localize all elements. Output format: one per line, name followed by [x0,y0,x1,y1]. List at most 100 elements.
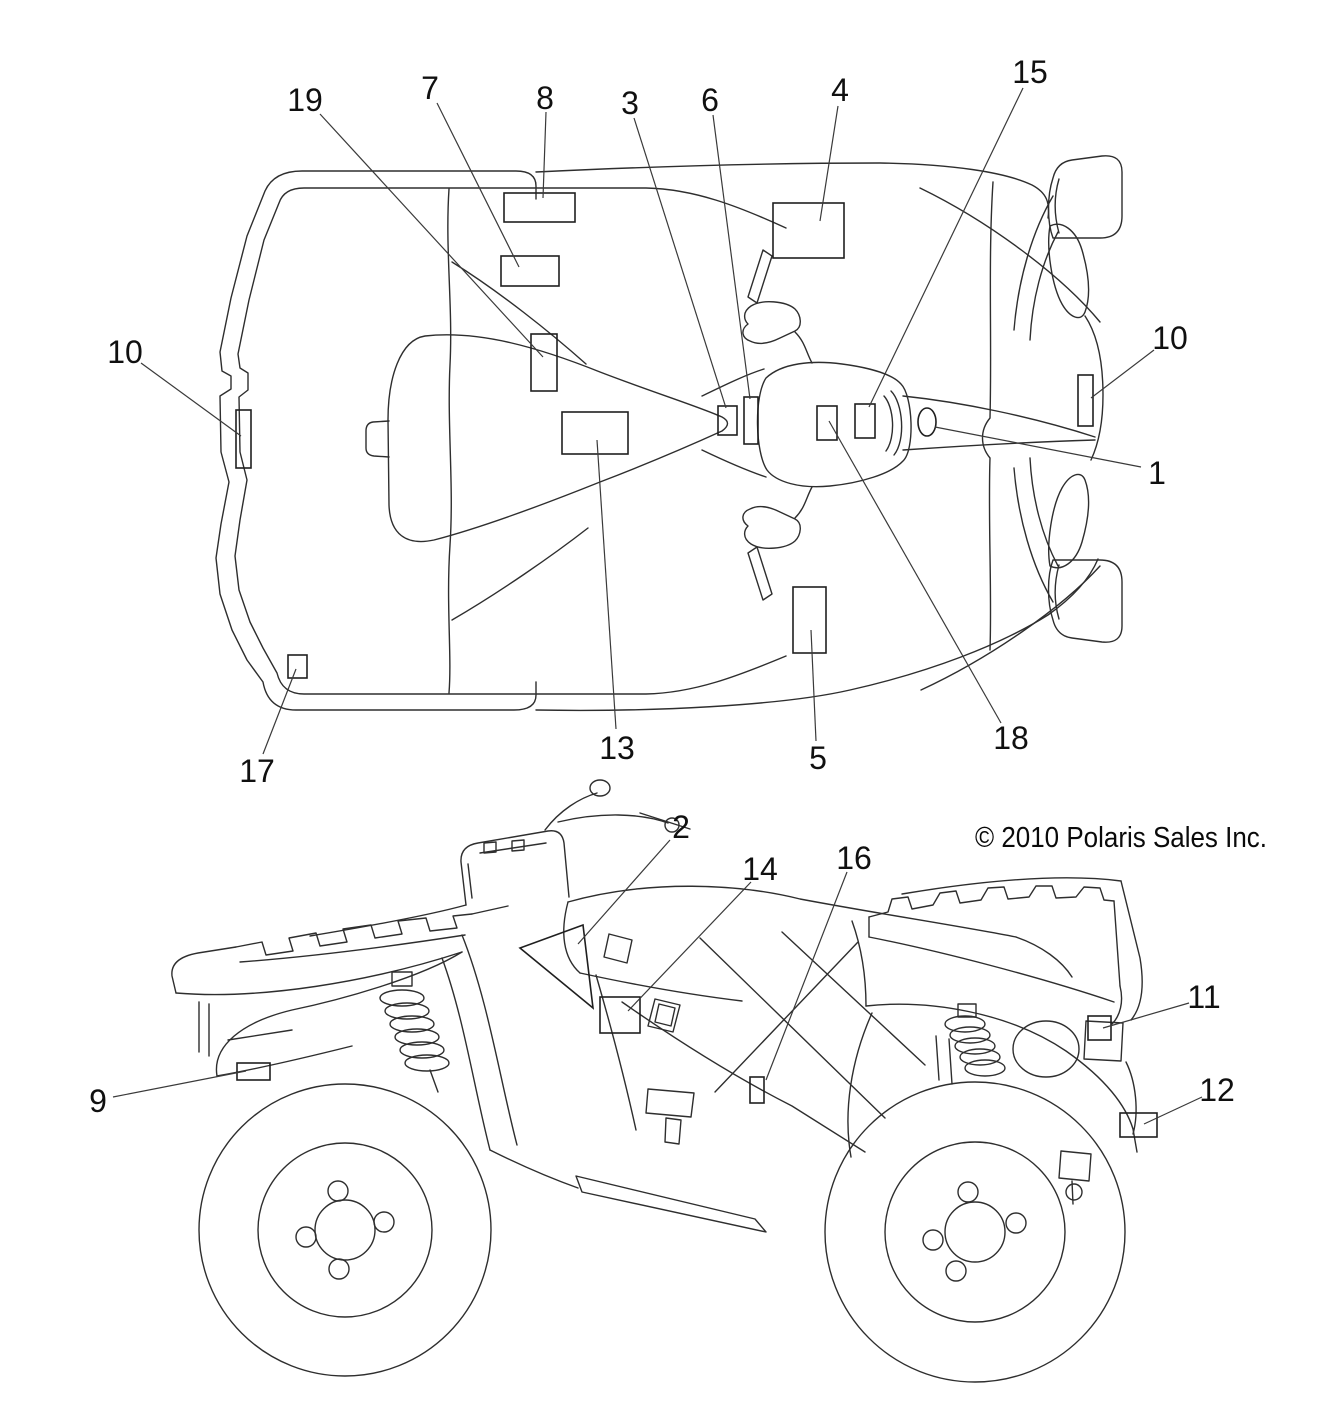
rear-rack-tip [1111,985,1123,1025]
front-coil-2 [384,1002,430,1020]
hitch-bracket [1058,1150,1092,1182]
top-decal-18 [816,405,838,441]
neck-line-upper [701,368,765,397]
front-lug-1 [327,1180,349,1202]
fender-hatch-2 [948,1038,953,1085]
rear-rack-rear-rail [901,877,1122,895]
bumper-tube-3 [1013,467,1054,603]
handlebar-lower-neck [794,486,813,519]
top-decal-10-left [235,409,252,469]
hood-v-lower [902,439,1096,451]
side-leader-14 [627,881,752,1012]
front-panel-edge-1 [461,934,518,1146]
top-view-decals [235,192,1094,679]
rear-lug-4 [945,1260,967,1282]
front-rack-mid-bar [239,934,466,963]
hood-v-upper [902,395,1096,438]
front-shock-mount [391,971,413,987]
tank-down-tube [595,974,637,1131]
front-rack-teeth [235,913,473,956]
top-decal-19 [530,333,558,392]
battery-box [645,1088,695,1118]
handlebar-tube [557,814,669,824]
front-rack-lower-bar [175,951,463,996]
top-callout-10: 10 [1152,320,1188,356]
side-leader-16 [765,871,848,1081]
seat-top-line [567,885,1017,938]
top-leader-10 [1090,349,1155,399]
rear-rack-teeth [868,885,1115,918]
top-callout-13: 13 [599,730,635,766]
rear-rack-outer-rail [215,170,537,711]
rear-lug-3 [1005,1212,1027,1234]
dash-arc-outer [890,390,903,456]
front-bumper-top-inner [1054,178,1060,234]
top-decal-8 [503,192,576,223]
rear-bumper [1125,1061,1137,1135]
headlight-pod-inner-2 [479,842,547,854]
top-decal-7 [500,255,560,287]
handlebar-lower-lever [747,546,773,601]
front-lug-3 [373,1211,395,1233]
headlight-pod-inner-1 [467,863,473,899]
top-callout-7: 7 [421,70,439,106]
top-decal-10-right [1077,374,1094,427]
top-view-drawing [215,155,1123,712]
top-decal-3 [717,405,738,436]
rack-body-divider [447,188,452,694]
top-leader-13 [596,439,617,730]
front-coil-1 [379,989,425,1007]
side-leader-12 [1143,1096,1203,1125]
front-coil-5 [399,1041,445,1059]
handlebar-lower-grip [742,505,801,549]
front-coil-6 [404,1054,450,1072]
front-rack-attach [471,905,509,915]
front-bumper-bottom-inner [1054,564,1060,620]
side-decal-9 [236,1062,271,1081]
side-leader-11 [1102,1002,1190,1029]
body-top-edge [535,162,1050,219]
rear-rim [884,1141,1066,1323]
front-panel-edge-2 [441,957,491,1151]
rear-fender-inner [847,1012,873,1158]
top-callout-5: 5 [809,740,827,776]
front-rack-sweep-lower [920,565,1101,691]
top-callout-15: 15 [1012,54,1048,90]
top-leader-4 [819,105,839,222]
pod-body-join [309,904,467,937]
side-view-drawing [171,779,1143,1383]
frame-brace-3 [781,931,926,1066]
top-leader-8 [542,111,547,199]
side-callout-14: 14 [742,851,778,887]
top-leader-7 [436,102,520,268]
brake-lever [639,812,691,830]
front-coil-4 [394,1028,440,1046]
handlebar-upper-grip [742,301,801,345]
seat-left-tab [365,420,390,458]
frame-brace-1 [699,937,886,1119]
headlight-pod [460,830,570,906]
rear-fender-outer [865,1003,1138,1153]
top-callout-6: 6 [701,82,719,118]
front-bumper-top [1047,155,1123,239]
console-pod [756,361,912,488]
top-decal-5 [792,586,827,654]
pod-notch-2 [511,839,525,852]
top-decal-4 [772,202,845,259]
side-callout-16: 16 [836,840,872,876]
body-seam-lower [451,527,589,621]
rear-hub [944,1201,1006,1263]
top-callout-3: 3 [621,85,639,121]
rear-lug-1 [957,1181,979,1203]
top-decal-15 [854,403,876,439]
top-callout-19: 19 [287,82,323,118]
front-rack-tip [171,946,237,994]
front-tire [198,1083,492,1377]
body-seam-upper [451,261,587,365]
top-leader-17 [262,668,297,755]
handlebar-upper-neck [794,331,813,364]
top-leader-10 [140,362,242,437]
